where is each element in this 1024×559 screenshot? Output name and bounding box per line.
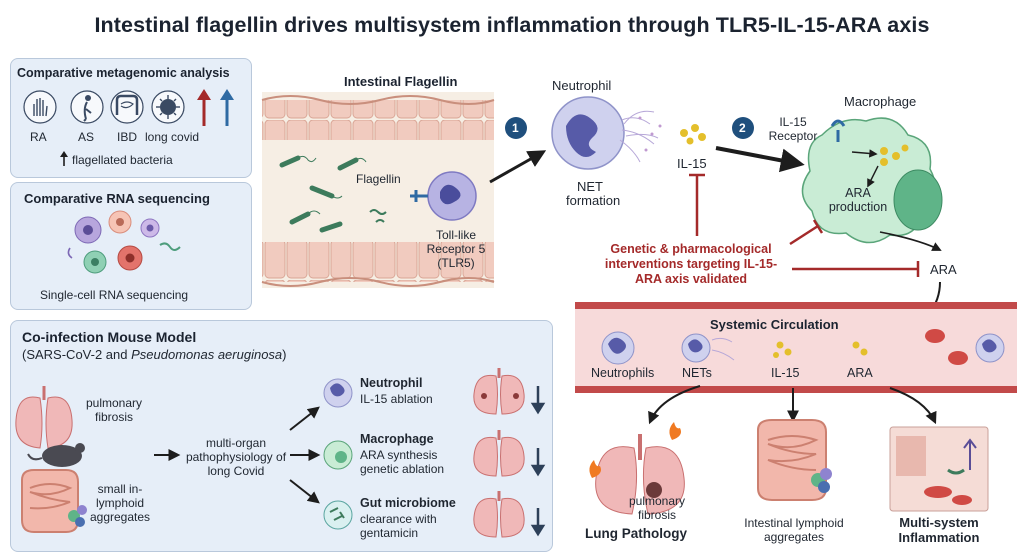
single-cell-cluster-icon <box>67 210 181 274</box>
neutrophil-cell <box>551 96 662 170</box>
condition-long-covid-label: long covid <box>145 130 200 144</box>
circulation-il15-label: IL-15 <box>771 366 800 380</box>
tlr5-label: Toll-like Receptor 5 (TLR5) <box>426 228 486 270</box>
virus-icon <box>151 90 185 124</box>
step-1-number: 1 <box>512 121 519 135</box>
intervention-text: Genetic & pharmacological interventions … <box>604 242 778 286</box>
multisystem-inflammation-illustration <box>889 426 989 512</box>
multisystem-inflammation-label: Multi-system Inflammation <box>898 515 980 545</box>
flagellated-bacteria-label: flagellated bacteria <box>72 153 173 167</box>
pulmonary-fibrosis-label: pulmonary fibrosis <box>85 396 143 424</box>
condition-ibd-label: IBD <box>117 130 138 144</box>
lung-pathology-illustration <box>589 422 685 515</box>
il15-label: IL-15 <box>677 156 707 171</box>
step-2-number: 2 <box>739 121 746 135</box>
step-1-badge <box>505 117 527 139</box>
rnaseq-panel <box>10 182 252 310</box>
neutrophil-icon <box>323 378 353 408</box>
il15-receptor-label: IL-15 Receptor <box>768 115 818 143</box>
macrophage-icon <box>323 440 353 470</box>
flagellin-label: Flagellin <box>356 172 401 186</box>
intestine-outcome-illustration <box>757 419 832 501</box>
circulation-ara-label: ARA <box>847 366 873 380</box>
intervention-microbiome-title: Gut microbiome <box>360 496 456 510</box>
small-up-arrow-icon <box>60 151 68 166</box>
intervention-neutrophil-detail: IL-15 ablation <box>360 392 433 406</box>
macrophage-label: Macrophage <box>844 94 917 109</box>
ara-production-label: ARA production <box>828 186 888 214</box>
rnaseq-heading: Comparative RNA sequencing <box>24 191 210 206</box>
ara-label: ARA <box>930 262 957 277</box>
decrease-arrow-icons <box>530 386 546 537</box>
up-arrow-red-icon <box>197 89 211 126</box>
intestinal-tissue-illustration <box>261 92 495 288</box>
lymphoid-aggregates-label: small in- lymphoid aggregates <box>89 482 151 524</box>
step-2-badge <box>732 117 754 139</box>
neutrophil-label: Neutrophil <box>552 78 612 93</box>
circulation-nets-label: NETs <box>682 366 712 380</box>
small-intestine-icon <box>21 469 87 533</box>
intervention-macrophage-title: Macrophage <box>360 432 434 446</box>
condition-as-label: AS <box>78 130 95 144</box>
lung-pathology-label: Lung Pathology <box>585 526 687 541</box>
inhibition-lines <box>689 173 920 277</box>
up-arrow-blue-icon <box>220 89 234 126</box>
intervention-microbiome-detail: clearance with gentamicin <box>360 512 437 540</box>
condition-ra-label: RA <box>30 130 47 144</box>
scrna-caption: Single-cell RNA sequencing <box>40 288 189 302</box>
gut-heading: Intestinal Flagellin <box>344 74 458 89</box>
microbiome-icon <box>323 500 353 530</box>
circulation-heading: Systemic Circulation <box>710 317 839 332</box>
figure-title: Intestinal flagellin drives multisystem … <box>94 12 930 37</box>
il15-particles <box>680 124 706 145</box>
net-formation-label: NET formation <box>566 179 621 208</box>
circulation-neutrophils-label: Neutrophils <box>591 366 655 380</box>
multi-organ-label: multi-organ pathophysiology of long Covi… <box>185 436 287 478</box>
mouse-model-heading: Co-infection Mouse Model <box>22 329 197 345</box>
blood-vessel <box>575 302 1017 393</box>
lung-result-icons <box>473 368 525 538</box>
metagenomic-heading: Comparative metagenomic analysis <box>17 66 230 80</box>
mouse-icon <box>27 443 85 467</box>
hand-icon <box>23 90 57 124</box>
intervention-neutrophil-title: Neutrophil <box>360 376 423 390</box>
macrophage-cell <box>801 117 943 251</box>
intestine-icon <box>110 90 144 124</box>
mouse-model-subtitle: (SARS-CoV-2 and Pseudomonas aeruginosa) <box>22 347 287 362</box>
lungs-icon <box>15 386 73 449</box>
person-icon <box>70 90 104 124</box>
mouse-model-panel <box>10 320 553 552</box>
pulmonary-fibrosis-outcome-label: pulmonary fibrosis <box>628 494 686 522</box>
intervention-macrophage-detail: ARA synthesis genetic ablation <box>360 448 445 476</box>
intestinal-lymphoid-label: Intestinal lymphoid aggregates <box>744 516 844 544</box>
